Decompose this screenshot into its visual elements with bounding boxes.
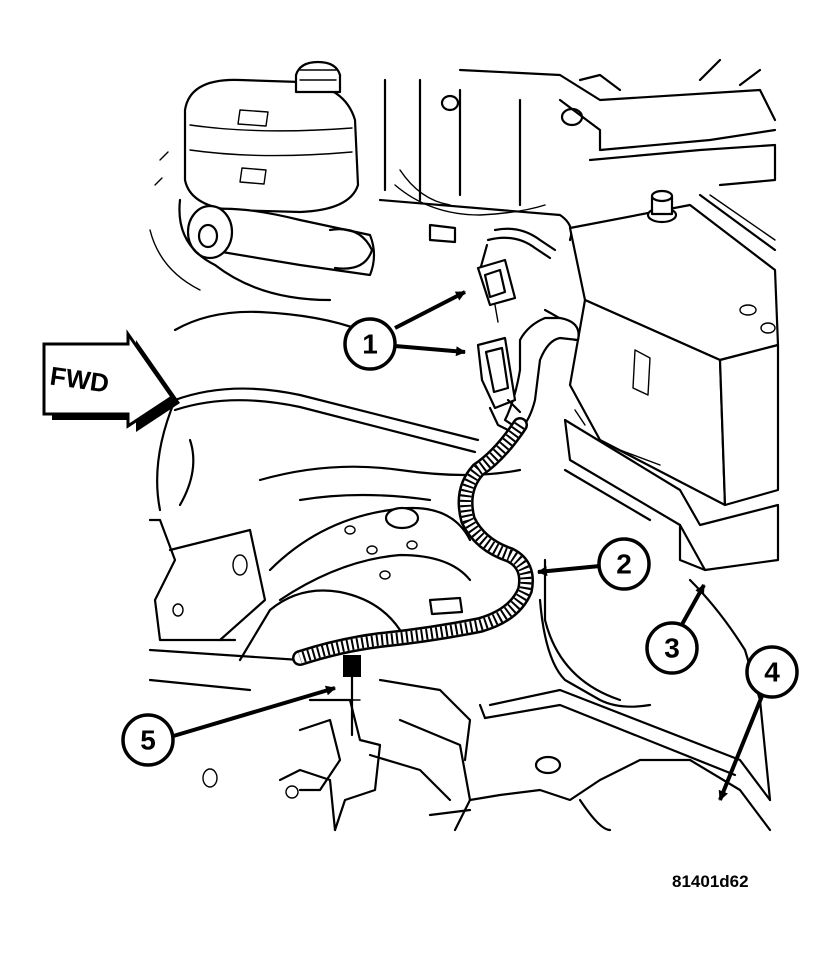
- callout-5-label: 5: [140, 725, 156, 756]
- callout-3: 3: [645, 621, 699, 675]
- callout-1: 1: [343, 317, 397, 371]
- callout-5: 5: [121, 713, 175, 767]
- forward-direction-arrow: FWD: [42, 329, 180, 432]
- master-cylinder-reservoir: [183, 60, 360, 214]
- ground-retainer: [343, 655, 361, 737]
- connector-upper: [476, 258, 517, 323]
- master-cylinder-body: [149, 151, 376, 302]
- connector-lower: [476, 336, 522, 434]
- lower-frame: [202, 558, 772, 832]
- callout-leaders: [169, 290, 764, 801]
- callout-1-label: 1: [362, 329, 378, 360]
- callout-4-label: 4: [764, 657, 780, 688]
- battery: [568, 189, 780, 507]
- inner-fender: [148, 387, 522, 692]
- battery-tray: [563, 409, 780, 572]
- callout-4: 4: [745, 645, 799, 699]
- figure-id: 81401d62: [672, 872, 749, 891]
- callout-3-label: 3: [664, 633, 680, 664]
- cowl-structure: [378, 58, 777, 244]
- wiring-harness-upper: [478, 227, 580, 432]
- brake-booster-outline: [173, 310, 362, 332]
- harness-loom: [292, 417, 534, 666]
- callout-2-label: 2: [616, 549, 632, 580]
- callout-2: 2: [597, 537, 651, 591]
